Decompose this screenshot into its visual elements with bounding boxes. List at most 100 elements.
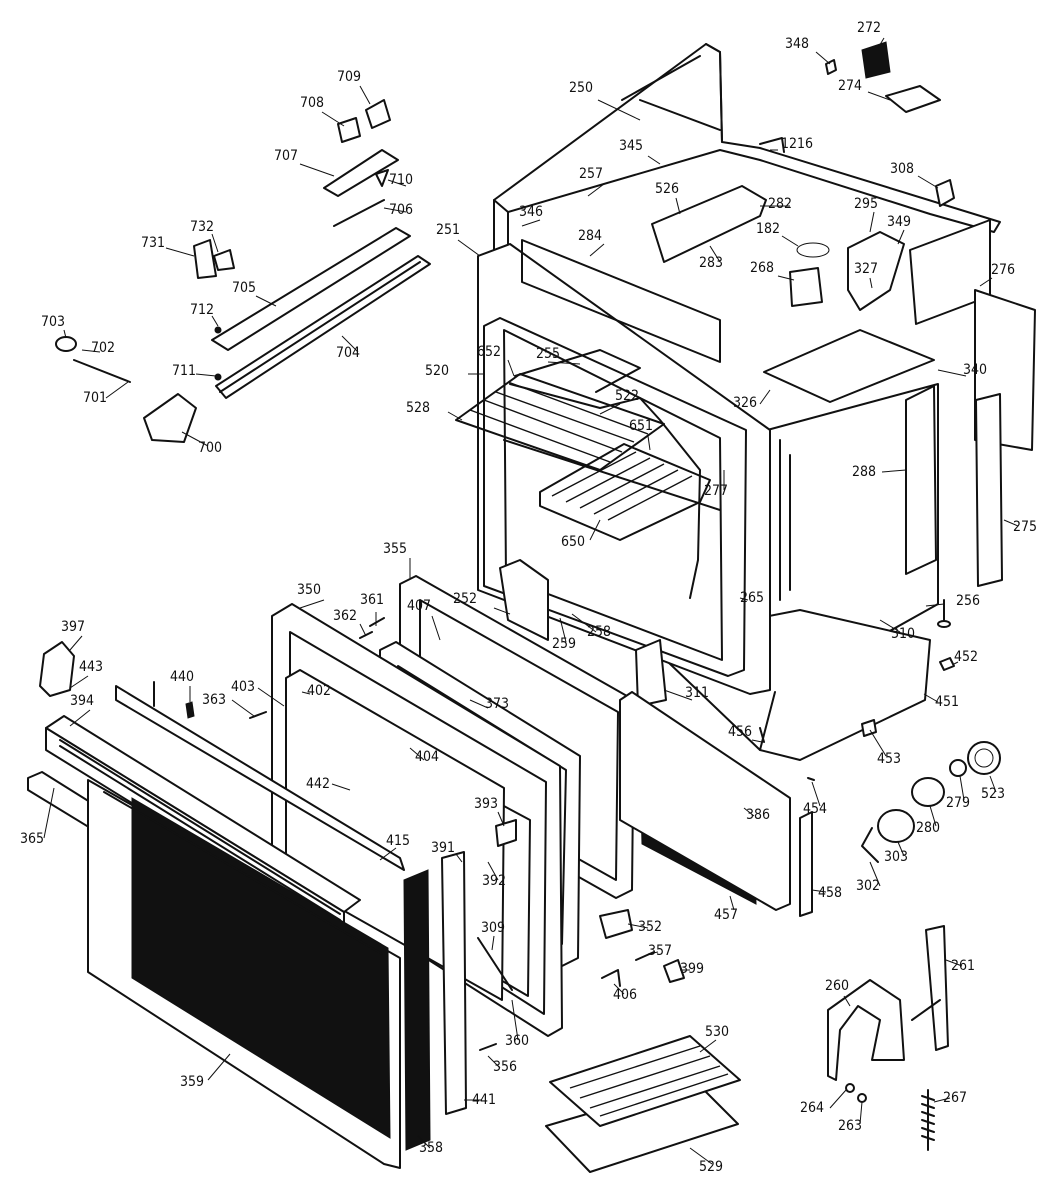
part-label-346: 346: [519, 204, 543, 220]
part-label-277: 277: [704, 483, 728, 499]
part-label-279: 279: [946, 795, 970, 811]
part-label-272: 272: [857, 20, 881, 36]
part-label-710: 710: [389, 172, 413, 188]
part-label-1216: 1216: [781, 136, 813, 152]
part-label-303: 303: [884, 849, 908, 865]
part-label-358: 358: [419, 1140, 443, 1156]
part-label-284: 284: [578, 228, 602, 244]
part-label-456: 456: [728, 724, 752, 740]
part-label-362: 362: [333, 608, 357, 624]
part-label-651: 651: [629, 418, 653, 434]
part-label-361: 361: [360, 592, 384, 608]
part-label-700: 700: [198, 440, 222, 456]
part-label-288: 288: [852, 464, 876, 480]
part-label-732: 732: [190, 219, 214, 235]
part-number-labels: 2502512522552562572582592602612632642652…: [20, 20, 1037, 1175]
part-label-520: 520: [425, 363, 449, 379]
part-label-441: 441: [472, 1092, 496, 1108]
part-label-327: 327: [854, 261, 878, 277]
part-label-340: 340: [963, 362, 987, 378]
part-label-522: 522: [615, 388, 639, 404]
part-label-275: 275: [1013, 519, 1037, 535]
part-label-404: 404: [415, 749, 439, 765]
door-assembly: [27, 575, 813, 1169]
part-label-355: 355: [383, 541, 407, 557]
part-label-360: 360: [505, 1033, 529, 1049]
part-label-407: 407: [407, 598, 431, 614]
part-label-394: 394: [70, 693, 94, 709]
part-label-348: 348: [785, 36, 809, 52]
part-label-712: 712: [190, 302, 214, 318]
part-label-523: 523: [981, 786, 1005, 802]
part-label-256: 256: [956, 593, 980, 609]
part-label-707: 707: [274, 148, 298, 164]
part-label-528: 528: [406, 400, 430, 416]
part-label-352: 352: [638, 919, 662, 935]
part-label-415: 415: [386, 833, 410, 849]
part-label-452: 452: [954, 649, 978, 665]
part-label-359: 359: [180, 1074, 204, 1090]
part-label-295: 295: [854, 196, 878, 212]
part-label-264: 264: [800, 1100, 824, 1116]
part-label-711: 711: [172, 363, 196, 379]
part-label-265: 265: [740, 590, 764, 606]
part-label-349: 349: [887, 214, 911, 230]
part-label-302: 302: [856, 878, 880, 894]
part-label-250: 250: [569, 80, 593, 96]
part-label-402: 402: [307, 683, 331, 699]
part-label-399: 399: [680, 961, 704, 977]
part-label-709: 709: [337, 69, 361, 85]
part-label-252: 252: [453, 591, 477, 607]
part-label-703: 703: [41, 314, 65, 330]
part-label-701: 701: [83, 390, 107, 406]
part-label-356: 356: [493, 1059, 517, 1075]
part-label-442: 442: [306, 776, 330, 792]
part-label-261: 261: [951, 958, 975, 974]
part-label-182: 182: [756, 221, 780, 237]
part-label-650: 650: [561, 534, 585, 550]
part-label-309: 309: [481, 920, 505, 936]
part-label-397: 397: [61, 619, 85, 635]
part-label-526: 526: [655, 181, 679, 197]
part-label-310: 310: [891, 626, 915, 642]
part-label-392: 392: [482, 873, 506, 889]
part-label-267: 267: [943, 1090, 967, 1106]
part-label-255: 255: [536, 346, 560, 362]
part-label-258: 258: [587, 624, 611, 640]
part-label-652: 652: [477, 344, 501, 360]
oven-cabinet: [455, 41, 1036, 761]
part-label-276: 276: [991, 262, 1015, 278]
part-label-530: 530: [705, 1024, 729, 1040]
part-label-350: 350: [297, 582, 321, 598]
part-label-458: 458: [818, 885, 842, 901]
part-label-704: 704: [336, 345, 360, 361]
part-label-391: 391: [431, 840, 455, 856]
part-label-702: 702: [91, 340, 115, 356]
broiler-pan: [545, 1035, 741, 1173]
part-label-257: 257: [579, 166, 603, 182]
part-label-731: 731: [141, 235, 165, 251]
part-label-365: 365: [20, 831, 44, 847]
part-label-363: 363: [202, 692, 226, 708]
part-label-274: 274: [838, 78, 862, 94]
part-label-457: 457: [714, 907, 738, 923]
part-label-345: 345: [619, 138, 643, 154]
part-label-357: 357: [648, 943, 672, 959]
part-label-403: 403: [231, 679, 255, 695]
part-label-251: 251: [436, 222, 460, 238]
latch-and-slides: [55, 99, 431, 443]
part-label-326: 326: [733, 395, 757, 411]
part-label-386: 386: [746, 807, 770, 823]
part-label-529: 529: [699, 1159, 723, 1175]
part-label-443: 443: [79, 659, 103, 675]
part-label-708: 708: [300, 95, 324, 111]
part-label-282: 282: [768, 196, 792, 212]
part-label-268: 268: [750, 260, 774, 276]
leader-lines: [43, 37, 1019, 1165]
lower-right-parts: [479, 657, 1001, 1151]
part-label-280: 280: [916, 820, 940, 836]
part-label-453: 453: [877, 751, 901, 767]
part-label-259: 259: [552, 636, 576, 652]
part-label-373: 373: [485, 696, 509, 712]
